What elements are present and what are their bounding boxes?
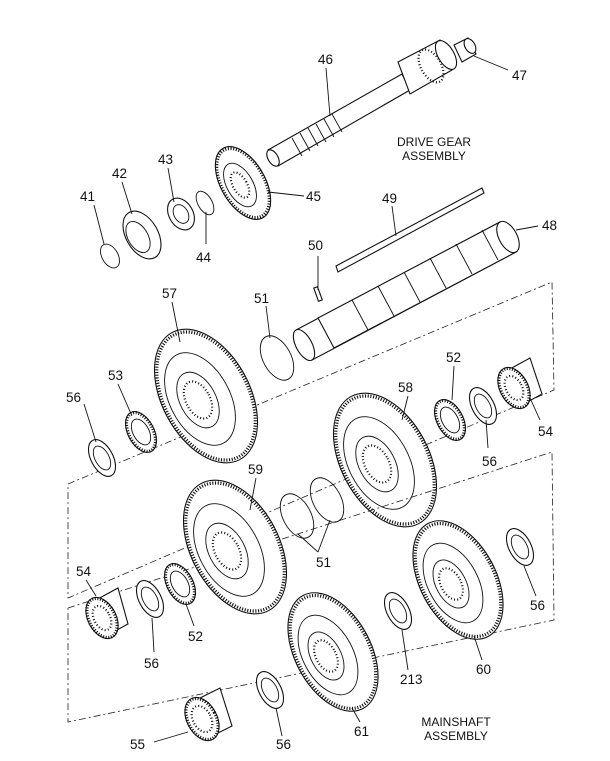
sliding-clutch-lower (85, 587, 129, 640)
callout-54-upper: 54 (538, 424, 554, 439)
callout-41: 41 (80, 189, 95, 204)
callout-45: 45 (306, 189, 321, 204)
callout-labels: 41 42 43 44 45 46 47 48 49 50 51 57 53 5… (66, 52, 557, 752)
mainshaft-gear-61 (287, 592, 379, 712)
callout-44: 44 (196, 250, 212, 265)
thrust-washer-middle (135, 580, 165, 618)
callout-52-upper: 52 (446, 350, 461, 365)
callout-50: 50 (308, 238, 323, 253)
bearing-retainer (122, 210, 162, 260)
mainshaft-assembly-title-line1: MAINSHAFT (421, 715, 491, 729)
callout-51-bottom: 51 (316, 555, 331, 570)
callout-58: 58 (398, 380, 413, 395)
leader-lines (83, 55, 541, 743)
mainshaft-gear-57 (153, 328, 259, 464)
drive-shaft (266, 39, 458, 167)
sliding-clutch-55 (184, 687, 233, 742)
mainshaft-gear-60 (412, 520, 504, 640)
snap-ring (195, 190, 215, 216)
callout-56-middle: 56 (144, 656, 159, 671)
drive-gear-assembly (100, 37, 477, 269)
drive-gear-bearing (167, 197, 195, 231)
drive-gear (214, 146, 272, 220)
thrust-washer-bottom (255, 671, 285, 709)
callout-61: 61 (354, 724, 369, 739)
thrust-washer-right (505, 528, 535, 566)
callout-59: 59 (248, 462, 263, 477)
mainshaft-gear-58 (332, 392, 438, 528)
synchronizer-ring-52-upper (433, 399, 467, 441)
callout-52-lower: 52 (188, 629, 203, 644)
callout-56-bottom: 56 (276, 737, 291, 752)
callout-48: 48 (542, 218, 557, 233)
callout-43: 43 (158, 152, 173, 167)
callout-57: 57 (162, 286, 177, 301)
mainshaft-gear-59 (182, 479, 288, 615)
synchronizer-ring-53 (124, 411, 158, 453)
snap-ring-upper (259, 335, 295, 381)
callout-56-upper-right: 56 (482, 454, 497, 469)
callout-46: 46 (318, 52, 333, 67)
drive-gear-assembly-title-line2: ASSEMBLY (402, 149, 466, 163)
upper-gear-set-boundary (67, 281, 555, 599)
synchronizer-ring-52-lower (163, 563, 197, 605)
retainer-snap-ring (100, 243, 120, 269)
thrust-washer-upper-right (468, 387, 498, 425)
thrust-washer-upper-left (87, 439, 117, 477)
roll-pin (313, 286, 323, 302)
lower-gear-set-boundary (67, 451, 555, 723)
callout-55: 55 (130, 737, 145, 752)
callout-60: 60 (476, 662, 491, 677)
mainshaft-assembly-title-line2: ASSEMBLY (424, 729, 488, 743)
callout-42: 42 (112, 166, 127, 181)
mainshaft-key (335, 187, 485, 273)
callout-51-top: 51 (254, 291, 269, 306)
callout-56-upper-left: 56 (66, 390, 81, 405)
callout-56-right: 56 (530, 598, 545, 613)
mainshaft (292, 220, 520, 362)
callout-47: 47 (512, 68, 527, 83)
sliding-clutch-upper (497, 357, 543, 410)
thrust-washer-213 (383, 592, 413, 630)
callout-49: 49 (382, 191, 397, 206)
drive-gear-assembly-title-line1: DRIVE GEAR (397, 135, 471, 149)
callout-213: 213 (400, 672, 423, 687)
snap-ring-pair (279, 477, 345, 539)
callout-54-lower: 54 (76, 564, 92, 579)
callout-53: 53 (108, 368, 123, 383)
pilot-bearing (453, 37, 477, 63)
